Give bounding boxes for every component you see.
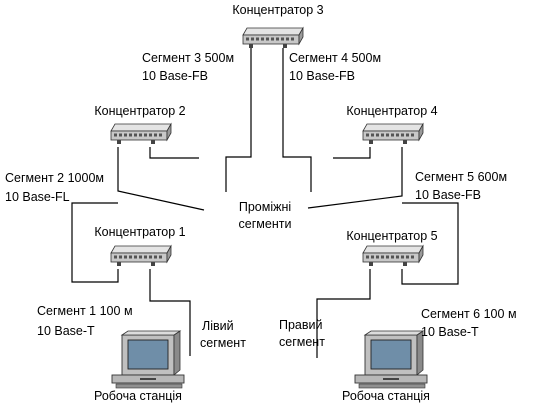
wiring	[71, 48, 459, 358]
hub-5-label: Концентратор 5	[346, 229, 437, 243]
workstation-right: Робоча станція	[342, 330, 430, 403]
svg-text:10 Base-FB: 10 Base-FB	[415, 188, 481, 202]
hub-1-label: Концентратор 1	[94, 225, 185, 239]
svg-text:Сегмент 1 100 м: Сегмент 1 100 м	[37, 304, 133, 318]
segment-2-label: Сегмент 2 1000м 10 Base-FL	[5, 171, 104, 204]
svg-text:Лівий: Лівий	[202, 319, 234, 333]
hub-3: Концентратор 3	[232, 3, 324, 49]
svg-text:10 Base-T: 10 Base-T	[421, 325, 479, 339]
hub-2: Концентратор 2	[94, 104, 186, 145]
svg-text:Сегмент 4 500м: Сегмент 4 500м	[289, 51, 381, 65]
svg-text:Правий: Правий	[279, 318, 323, 332]
svg-text:сегмент: сегмент	[279, 335, 325, 349]
svg-text:10 Base-FB: 10 Base-FB	[142, 69, 208, 83]
left-segment-label: Лівий сегмент	[200, 319, 246, 350]
computer-icon	[354, 330, 428, 389]
segment-3-label: Сегмент 3 500м 10 Base-FB	[142, 51, 234, 83]
svg-text:Проміжні: Проміжні	[239, 200, 291, 214]
workstation-left: Робоча станція	[94, 330, 185, 403]
svg-text:Сегмент 6 100 м: Сегмент 6 100 м	[421, 307, 517, 321]
right-segment-label: Правий сегмент	[279, 318, 325, 349]
segment-6-label: Сегмент 6 100 м 10 Base-T	[421, 307, 517, 339]
hub-1: Концентратор 1	[94, 225, 186, 267]
segment-5-label: Сегмент 5 600м 10 Base-FB	[415, 170, 507, 202]
svg-text:Сегмент 2 1000м: Сегмент 2 1000м	[5, 171, 104, 185]
svg-text:10 Base-T: 10 Base-T	[37, 324, 95, 338]
hub-4: Концентратор 4	[346, 104, 438, 145]
hub-3-label: Концентратор 3	[232, 3, 323, 17]
svg-text:Сегмент 3 500м: Сегмент 3 500м	[142, 51, 234, 65]
computer-icon	[111, 330, 185, 389]
svg-text:Сегмент 5 600м: Сегмент 5 600м	[415, 170, 507, 184]
segment-4-label: Сегмент 4 500м 10 Base-FB	[289, 51, 381, 83]
svg-text:сегменти: сегменти	[239, 217, 292, 231]
svg-text:10 Base-FL: 10 Base-FL	[5, 190, 70, 204]
segment-1-label: Сегмент 1 100 м 10 Base-T	[37, 304, 133, 338]
workstation-left-label: Робоча станція	[94, 389, 182, 403]
hub-2-label: Концентратор 2	[94, 104, 185, 118]
hub-4-label: Концентратор 4	[346, 104, 437, 118]
intermediate-segments-label: Проміжні сегменти	[239, 200, 292, 231]
svg-text:сегмент: сегмент	[200, 336, 246, 350]
hub-5: Концентратор 5	[346, 229, 438, 267]
svg-text:10 Base-FB: 10 Base-FB	[289, 69, 355, 83]
workstation-right-label: Робоча станція	[342, 389, 430, 403]
